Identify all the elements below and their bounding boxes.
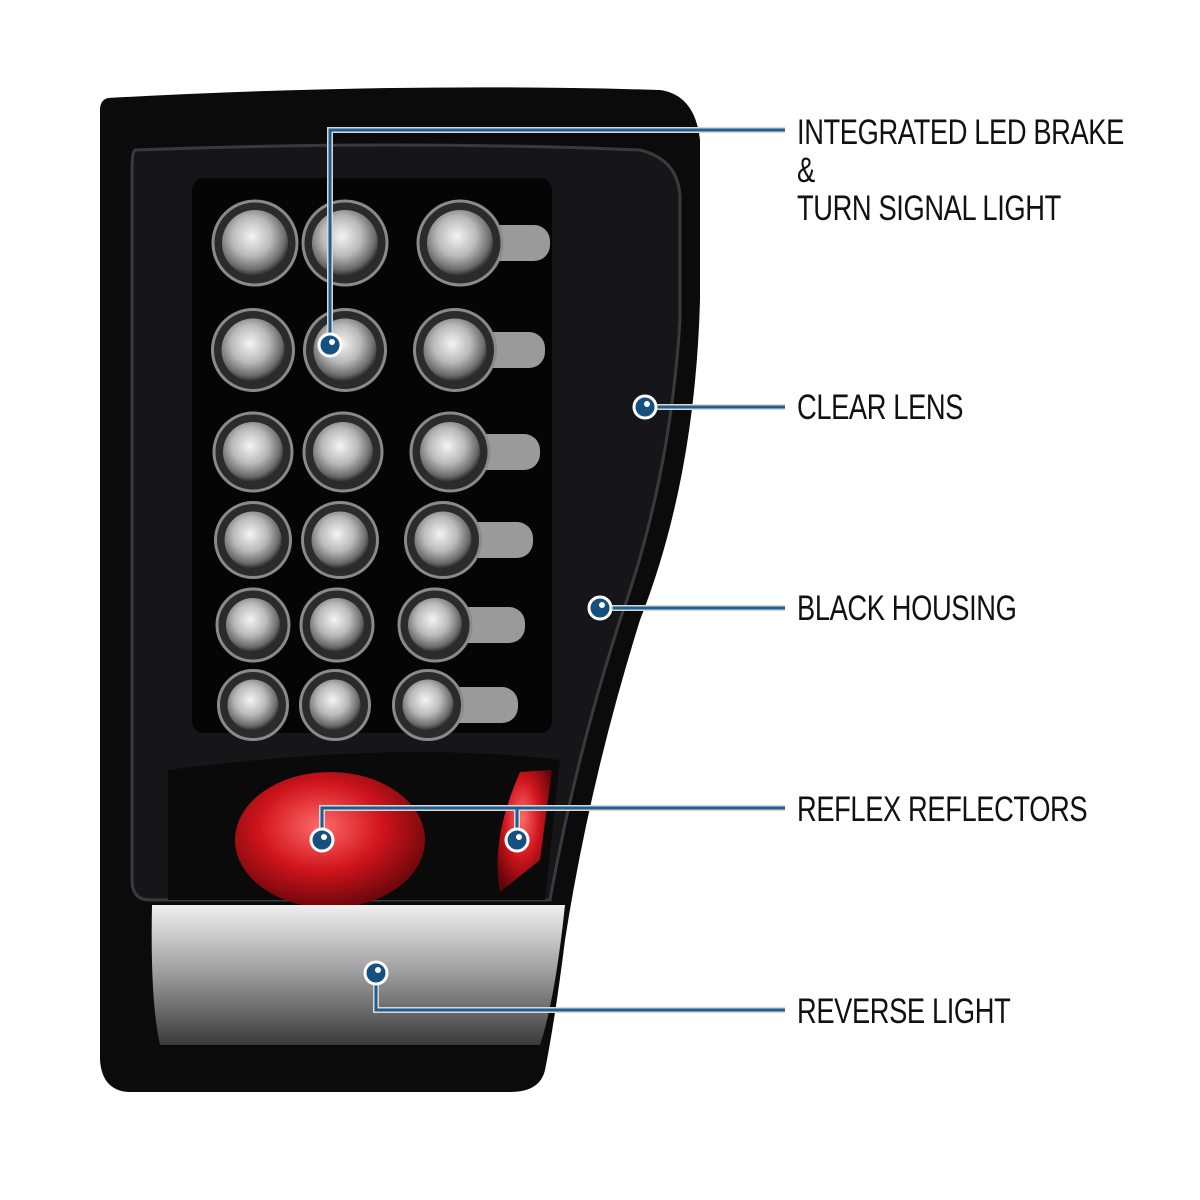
callout-led-brake: INTEGRATED LED BRAKE & TURN SIGNAL LIGHT <box>797 114 1124 228</box>
callout-dot-icon <box>587 595 613 621</box>
callout-dot-highlight <box>321 834 327 840</box>
callout-dot-highlight <box>516 834 522 840</box>
callout-dot-highlight <box>644 401 650 407</box>
led <box>224 511 282 569</box>
led <box>222 210 288 276</box>
callout-dot-icon <box>309 827 335 853</box>
led <box>420 422 480 482</box>
callout-dot-highlight <box>329 339 335 345</box>
led <box>313 422 373 482</box>
callout-dot-icon <box>504 827 530 853</box>
callout-reverse-light: REVERSE LIGHT <box>797 992 1011 1031</box>
led <box>414 511 472 569</box>
callout-dot-icon <box>363 960 389 986</box>
led <box>227 679 279 731</box>
callout-clear-lens: CLEAR LENS <box>797 388 964 427</box>
callout-led-brake-line1: INTEGRATED LED BRAKE <box>797 113 1124 152</box>
callout-dot-icon <box>317 332 343 358</box>
led <box>221 318 285 382</box>
callout-dot-icon <box>632 394 658 420</box>
led <box>223 422 283 482</box>
callout-dot-highlight <box>375 967 381 973</box>
callout-dot-highlight <box>599 602 605 608</box>
led <box>408 598 462 652</box>
led <box>309 679 361 731</box>
callout-led-brake-line2: & <box>797 151 815 190</box>
led <box>310 598 364 652</box>
reverse-light-lens <box>151 905 565 1045</box>
led <box>311 511 369 569</box>
led <box>226 598 280 652</box>
callout-reflex-reflectors: REFLEX REFLECTORS <box>797 790 1088 829</box>
led <box>402 679 454 731</box>
led <box>312 210 378 276</box>
led <box>423 318 487 382</box>
callout-led-brake-line3: TURN SIGNAL LIGHT <box>797 189 1061 228</box>
led-array <box>211 199 550 741</box>
callout-black-housing: BLACK HOUSING <box>797 589 1017 628</box>
led <box>427 210 493 276</box>
